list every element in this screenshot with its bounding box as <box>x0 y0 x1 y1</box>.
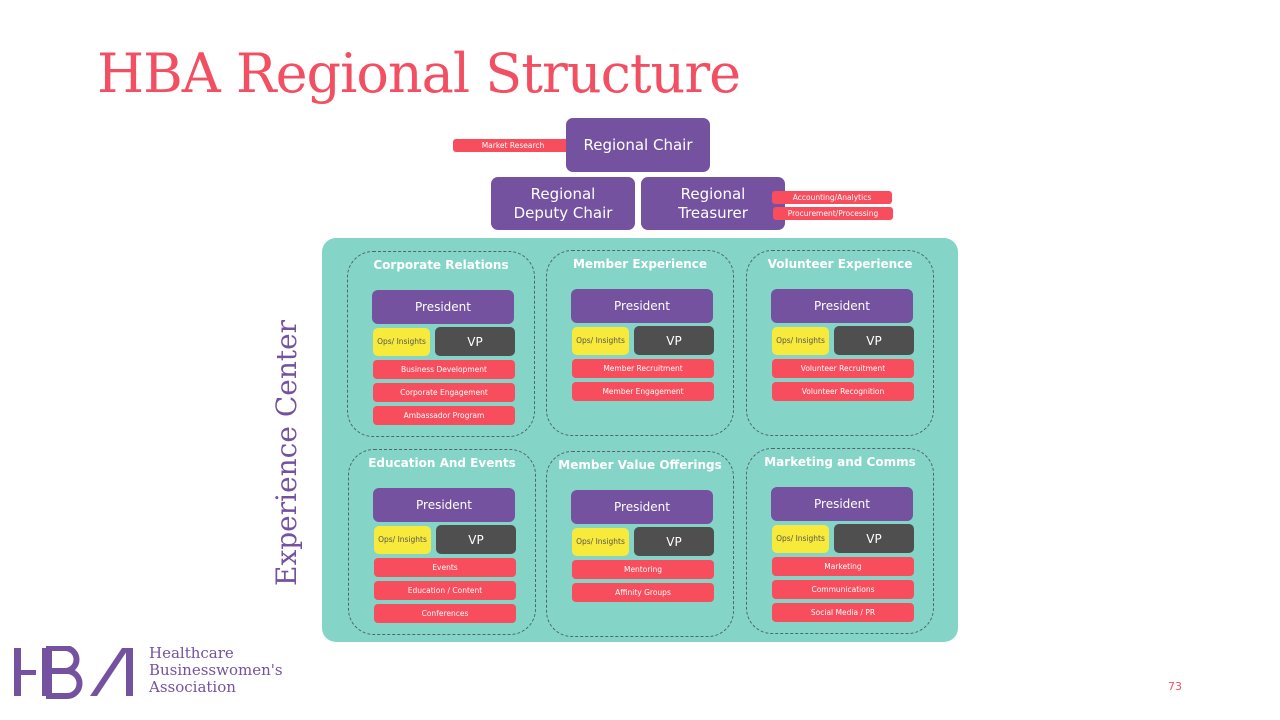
president-box: President <box>771 289 913 323</box>
function-box: Volunteer Recruitment <box>772 359 914 378</box>
vp-box: VP <box>634 527 714 556</box>
function-box: Affinity Groups <box>572 583 714 602</box>
function-box: Volunteer Recognition <box>772 382 914 401</box>
regional-chair-box: Regional Chair <box>566 118 710 172</box>
function-box: Education / Content <box>374 581 516 600</box>
function-box: Ambassador Program <box>373 406 515 425</box>
ops-insights-box: Ops/ Insights <box>373 328 430 356</box>
page-number: 73 <box>1168 680 1182 693</box>
logo-line-2: Businesswomen's <box>149 661 283 679</box>
hba-logo-icon <box>14 646 133 699</box>
function-box: Marketing <box>772 557 914 576</box>
ops-insights-box: Ops/ Insights <box>572 528 629 556</box>
function-box: Events <box>374 558 516 577</box>
function-box: Corporate Engagement <box>373 383 515 402</box>
president-box: President <box>373 488 515 522</box>
logo-line-1: Healthcare <box>149 644 234 662</box>
slide-title: HBA Regional Structure <box>97 42 741 105</box>
department-title: Education And Events <box>368 456 516 470</box>
function-box: Social Media / PR <box>772 603 914 622</box>
department-title: Volunteer Experience <box>767 257 913 271</box>
function-box: Business Development <box>373 360 515 379</box>
vp-box: VP <box>634 326 714 355</box>
vp-box: VP <box>834 326 914 355</box>
function-box: Member Recruitment <box>572 359 714 378</box>
ops-insights-box: Ops/ Insights <box>374 526 431 554</box>
vp-box: VP <box>834 524 914 553</box>
experience-center-label: Experience Center <box>270 319 303 586</box>
regional-treasurer-box: Regional Treasurer <box>641 177 785 230</box>
department-title: Member Experience <box>572 257 708 271</box>
president-box: President <box>571 490 713 524</box>
function-box: Mentoring <box>572 560 714 579</box>
procurement-processing-tag: Procurement/Processing <box>773 207 893 220</box>
president-box: President <box>771 487 913 521</box>
president-box: President <box>571 289 713 323</box>
function-box: Communications <box>772 580 914 599</box>
vp-box: VP <box>436 525 516 554</box>
ops-insights-box: Ops/ Insights <box>772 327 829 355</box>
department-title: Corporate Relations <box>373 258 509 272</box>
vp-box: VP <box>435 327 515 356</box>
market-research-tag: Market Research <box>453 139 573 152</box>
logo-line-3: Association <box>149 678 236 696</box>
ops-insights-box: Ops/ Insights <box>572 327 629 355</box>
accounting-analytics-tag: Accounting/Analytics <box>772 191 892 204</box>
ops-insights-box: Ops/ Insights <box>772 525 829 553</box>
president-box: President <box>372 290 514 324</box>
logo-wordmark: Healthcare Businesswomen's Association <box>149 645 283 696</box>
department-title: Marketing and Comms <box>764 455 916 469</box>
function-box: Conferences <box>374 604 516 623</box>
regional-deputy-chair-box: Regional Deputy Chair <box>491 177 635 230</box>
function-box: Member Engagement <box>572 382 714 401</box>
department-title: Member Value Offerings <box>558 458 722 472</box>
